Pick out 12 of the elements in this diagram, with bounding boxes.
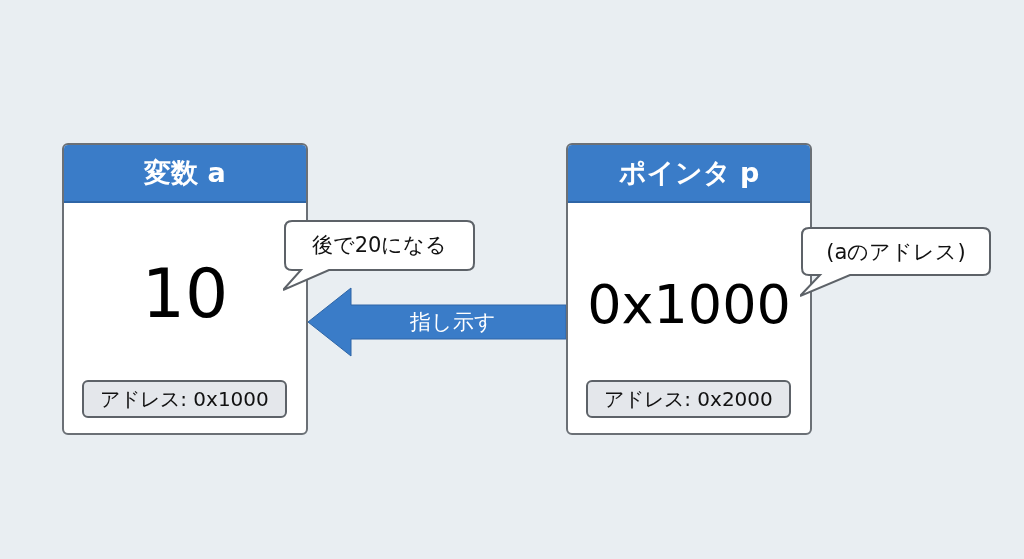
variable-box — [62, 143, 308, 435]
box-header: 変数 a — [64, 145, 306, 203]
address-tag: アドレス: 0x2000 — [586, 380, 791, 418]
variable-box — [566, 143, 812, 435]
value-text: 10 — [140, 260, 230, 328]
value-text: 0x1000 — [586, 278, 792, 332]
block-arrow — [307, 287, 567, 357]
box-header: ポインタ p — [568, 145, 810, 203]
callout-text: 後で20になる — [310, 232, 449, 258]
address-tag: アドレス: 0x1000 — [82, 380, 287, 418]
callout-text: (aのアドレス) — [825, 239, 967, 265]
edge-label: 指し示す — [409, 309, 497, 335]
